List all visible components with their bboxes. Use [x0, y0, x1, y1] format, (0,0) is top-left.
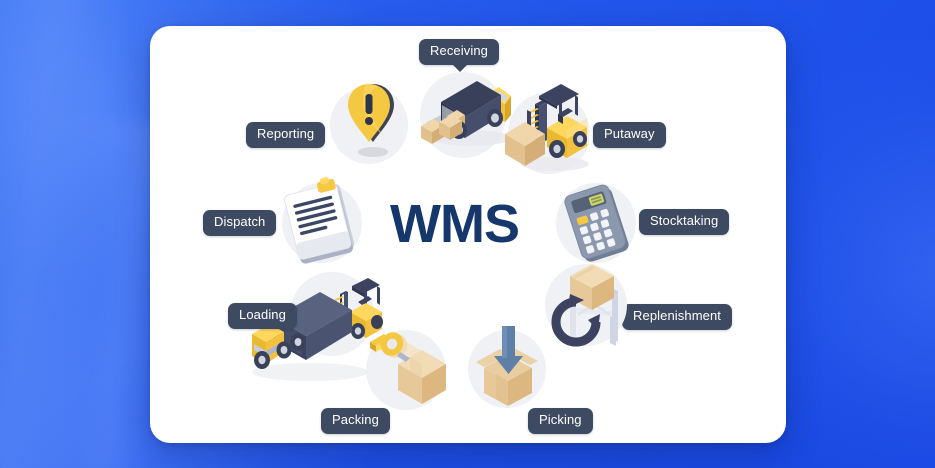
pill-label-loading: Loading — [239, 307, 286, 322]
pill-loading[interactable]: Loading — [228, 303, 297, 329]
pill-dispatch[interactable]: Dispatch — [203, 210, 277, 236]
rack-refresh-icon — [540, 258, 636, 352]
pill-label-receiving: Receiving — [430, 43, 488, 58]
pill-putaway[interactable]: Putaway — [593, 122, 666, 148]
pill-label-packing: Packing — [332, 412, 379, 427]
pill-picking[interactable]: Picking — [528, 408, 593, 434]
alert-pin-icon — [344, 80, 402, 162]
pill-label-reporting: Reporting — [257, 126, 315, 141]
pill-packing[interactable]: Packing — [321, 408, 390, 434]
box-tape-dispenser-icon — [356, 324, 462, 416]
delivery-truck-icon — [415, 60, 521, 150]
clipboard-document-icon — [278, 177, 370, 266]
pill-reporting[interactable]: Reporting — [246, 122, 326, 148]
pill-stocktaking[interactable]: Stocktaking — [639, 209, 730, 235]
pill-receiving[interactable]: Receiving — [419, 39, 499, 72]
pill-label-stocktaking: Stocktaking — [650, 213, 719, 228]
pill-label-dispatch: Dispatch — [214, 214, 266, 229]
pill-label-putaway: Putaway — [604, 126, 655, 141]
forklift-icon — [503, 82, 599, 178]
page-title: WMS — [390, 194, 520, 254]
pill-replenishment[interactable]: Replenishment — [622, 304, 733, 330]
open-box-arrow-icon — [464, 324, 556, 416]
truck-forklift-loading-icon — [240, 272, 390, 384]
calculator-icon — [552, 180, 644, 268]
pill-label-picking: Picking — [539, 412, 582, 427]
pill-label-replenishment: Replenishment — [633, 308, 722, 323]
